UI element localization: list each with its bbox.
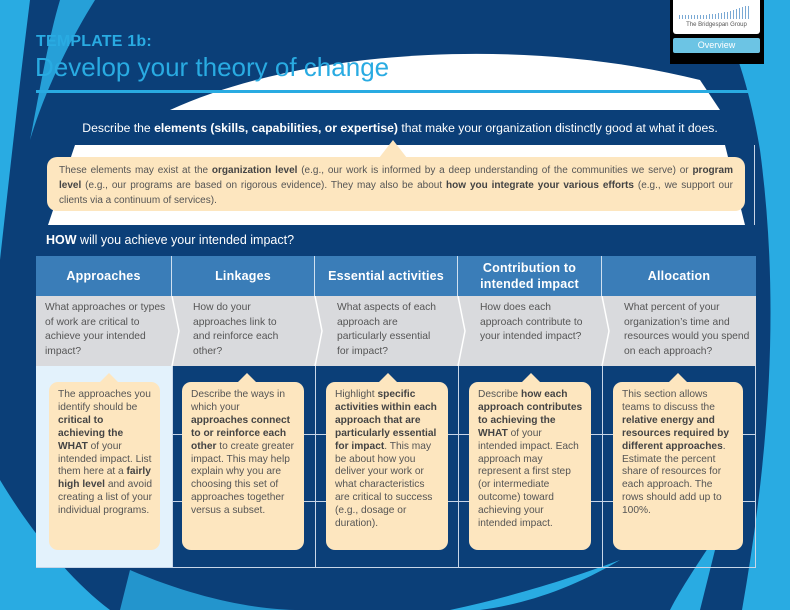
- question-contribution: How does each approach contribute to you…: [480, 302, 583, 342]
- tip-bold: critical to achieving the WHAT: [58, 414, 124, 452]
- intro-bold: elements (skills, capabilities, or exper…: [154, 121, 398, 135]
- column-divider: [602, 366, 603, 568]
- logo-panel: The Bridgespan Group Overview: [670, 0, 764, 64]
- intro-prefix: Describe the: [82, 121, 155, 135]
- chevron-divider-icon: [601, 296, 610, 366]
- overview-button[interactable]: Overview: [673, 38, 760, 53]
- tip-approaches: The approaches you identify should be cr…: [49, 382, 160, 550]
- column-header-contribution: Contribution to intended impact: [458, 256, 602, 296]
- chevron-divider-icon: [314, 296, 323, 366]
- tip-text: of your intended impact. Each approach m…: [478, 427, 579, 530]
- column-header-allocation: Allocation: [602, 256, 756, 296]
- table-header-row: Approaches Linkages Essential activities…: [36, 256, 756, 296]
- chevron-divider-icon: [457, 296, 466, 366]
- how-rest: will you achieve your intended impact?: [76, 233, 295, 247]
- callout-text: (e.g., we support our clients via a cont…: [59, 180, 733, 206]
- callout-text: (e.g., our work is informed by a deep un…: [297, 165, 693, 176]
- tip-bold: relative energy and resources required b…: [622, 414, 730, 452]
- tip-bold: approaches connect to or reinforce each …: [191, 414, 291, 452]
- column-divider: [172, 366, 173, 568]
- intro-instruction: Describe the elements (skills, capabilit…: [40, 121, 760, 135]
- row-divider: [172, 501, 756, 502]
- column-divider: [755, 366, 756, 568]
- template-label: TEMPLATE 1b:: [36, 33, 152, 50]
- tip-bold: how each approach contributes to achievi…: [478, 389, 583, 439]
- question-essential-activities: What aspects of each approach are partic…: [337, 302, 437, 357]
- how-bold: HOW: [46, 233, 77, 247]
- tip-text: of your intended impact. List them here …: [58, 440, 152, 478]
- tip-text: . Estimate the percent share of resource…: [622, 440, 726, 517]
- callout-arrow: [379, 140, 407, 158]
- question-approaches: What approaches or types of work are cri…: [45, 302, 166, 357]
- tip-text: . This may be about how you deliver your…: [335, 440, 433, 530]
- tip-text: The approaches you identify should be: [58, 389, 151, 413]
- how-question: HOW will you achieve your intended impac…: [46, 233, 294, 247]
- column-header-essential-activities: Essential activities: [315, 256, 458, 296]
- tip-bold: specific activities within each approach…: [335, 389, 437, 452]
- title-underline: [36, 90, 754, 93]
- row-divider: [36, 567, 756, 568]
- callout-bold: organization level: [211, 165, 298, 176]
- row-divider: [172, 434, 756, 435]
- tip-allocation: This section allows teams to discuss the…: [613, 382, 743, 550]
- tip-text: and avoid creating a list of your indivi…: [58, 479, 153, 517]
- intro-suffix: that make your organization distinctly g…: [397, 121, 718, 135]
- logo-bars-icon: [679, 6, 749, 19]
- tip-text: Describe the ways in which your: [191, 389, 285, 413]
- tip-text: This section allows teams to discuss the: [622, 389, 715, 413]
- callout-text: (e.g., our programs are based on rigorou…: [81, 180, 447, 191]
- callout-text: These elements may exist at the: [59, 165, 212, 176]
- tip-arrow: [99, 373, 119, 383]
- tip-bold: fairly high level: [58, 466, 151, 491]
- tip-arrow: [378, 373, 398, 383]
- callout-bold: program level: [59, 165, 733, 191]
- column-divider: [458, 366, 459, 568]
- tip-text: Describe: [478, 389, 522, 400]
- bridgespan-logo: The Bridgespan Group: [673, 0, 760, 34]
- tip-text: to create greater impact. This may help …: [191, 440, 295, 517]
- theory-of-change-table: Approaches Linkages Essential activities…: [36, 256, 756, 568]
- tip-essential-activities: Highlight specific activities within eac…: [326, 382, 448, 550]
- tip-arrow: [668, 373, 688, 383]
- tip-arrow: [237, 373, 257, 383]
- tip-contribution: Describe how each approach contributes t…: [469, 382, 591, 550]
- tip-linkages: Describe the ways in which your approach…: [182, 382, 304, 550]
- question-row: What approaches or types of work are cri…: [36, 296, 756, 366]
- tip-arrow: [521, 373, 541, 383]
- logo-org-name: The Bridgespan Group: [686, 22, 747, 28]
- tip-text: Highlight: [335, 389, 378, 400]
- question-linkages: How do your approaches link to and reinf…: [193, 302, 279, 357]
- column-header-linkages: Linkages: [172, 256, 315, 296]
- elements-callout: These elements may exist at the organiza…: [47, 157, 745, 211]
- column-divider: [315, 366, 316, 568]
- chevron-divider-icon: [171, 296, 180, 366]
- question-allocation: What percent of your organization’s time…: [624, 302, 750, 357]
- column-header-approaches: Approaches: [36, 256, 172, 296]
- page-title: Develop your theory of change: [35, 52, 390, 82]
- divider: [754, 145, 755, 225]
- callout-bold: how you integrate your various efforts: [446, 180, 634, 191]
